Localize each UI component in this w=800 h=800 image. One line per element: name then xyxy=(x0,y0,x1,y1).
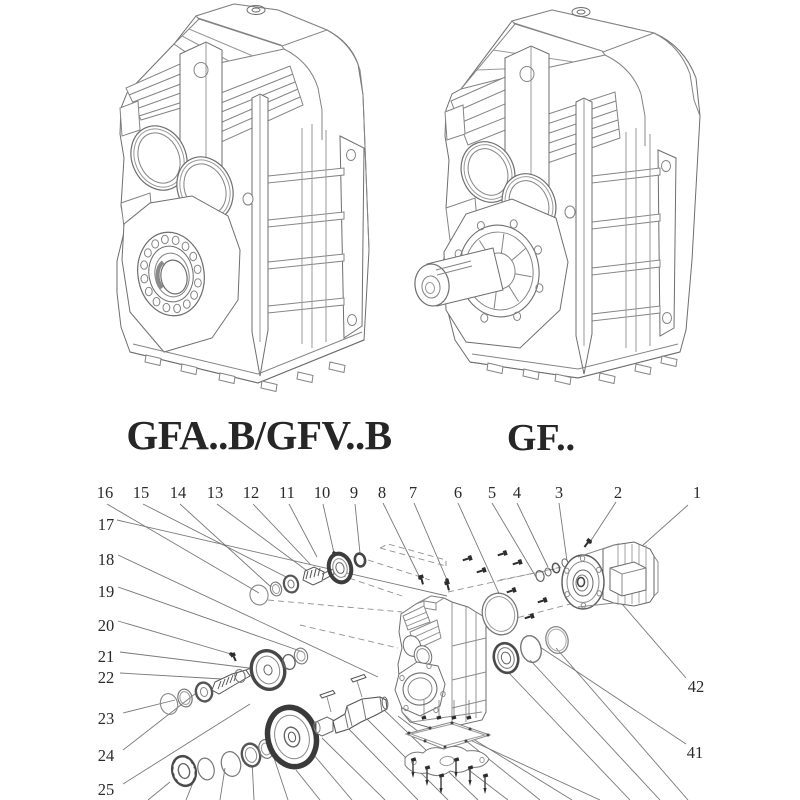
svg-text:2: 2 xyxy=(614,483,622,502)
svg-text:5: 5 xyxy=(488,483,496,502)
svg-text:11: 11 xyxy=(279,483,295,502)
svg-text:12: 12 xyxy=(243,483,260,502)
svg-text:19: 19 xyxy=(98,582,115,601)
svg-text:22: 22 xyxy=(98,668,115,687)
svg-text:1: 1 xyxy=(693,483,701,502)
svg-text:17: 17 xyxy=(98,515,115,534)
svg-text:25: 25 xyxy=(98,780,115,799)
svg-text:13: 13 xyxy=(207,483,224,502)
svg-text:18: 18 xyxy=(98,550,115,569)
svg-text:41: 41 xyxy=(687,743,704,762)
svg-text:4: 4 xyxy=(513,483,521,502)
svg-text:10: 10 xyxy=(314,483,331,502)
svg-text:21: 21 xyxy=(98,647,115,666)
svg-text:20: 20 xyxy=(98,616,115,635)
svg-text:GFA..B/GFV..B: GFA..B/GFV..B xyxy=(126,412,391,458)
svg-text:15: 15 xyxy=(133,483,150,502)
svg-text:6: 6 xyxy=(454,483,462,502)
svg-text:8: 8 xyxy=(378,483,386,502)
svg-text:16: 16 xyxy=(97,483,114,502)
svg-text:3: 3 xyxy=(555,483,563,502)
svg-text:GF..: GF.. xyxy=(507,417,575,459)
svg-text:42: 42 xyxy=(688,677,705,696)
svg-text:14: 14 xyxy=(170,483,187,502)
svg-text:7: 7 xyxy=(409,483,417,502)
svg-text:24: 24 xyxy=(98,746,115,765)
svg-text:9: 9 xyxy=(350,483,358,502)
svg-text:23: 23 xyxy=(98,709,115,728)
